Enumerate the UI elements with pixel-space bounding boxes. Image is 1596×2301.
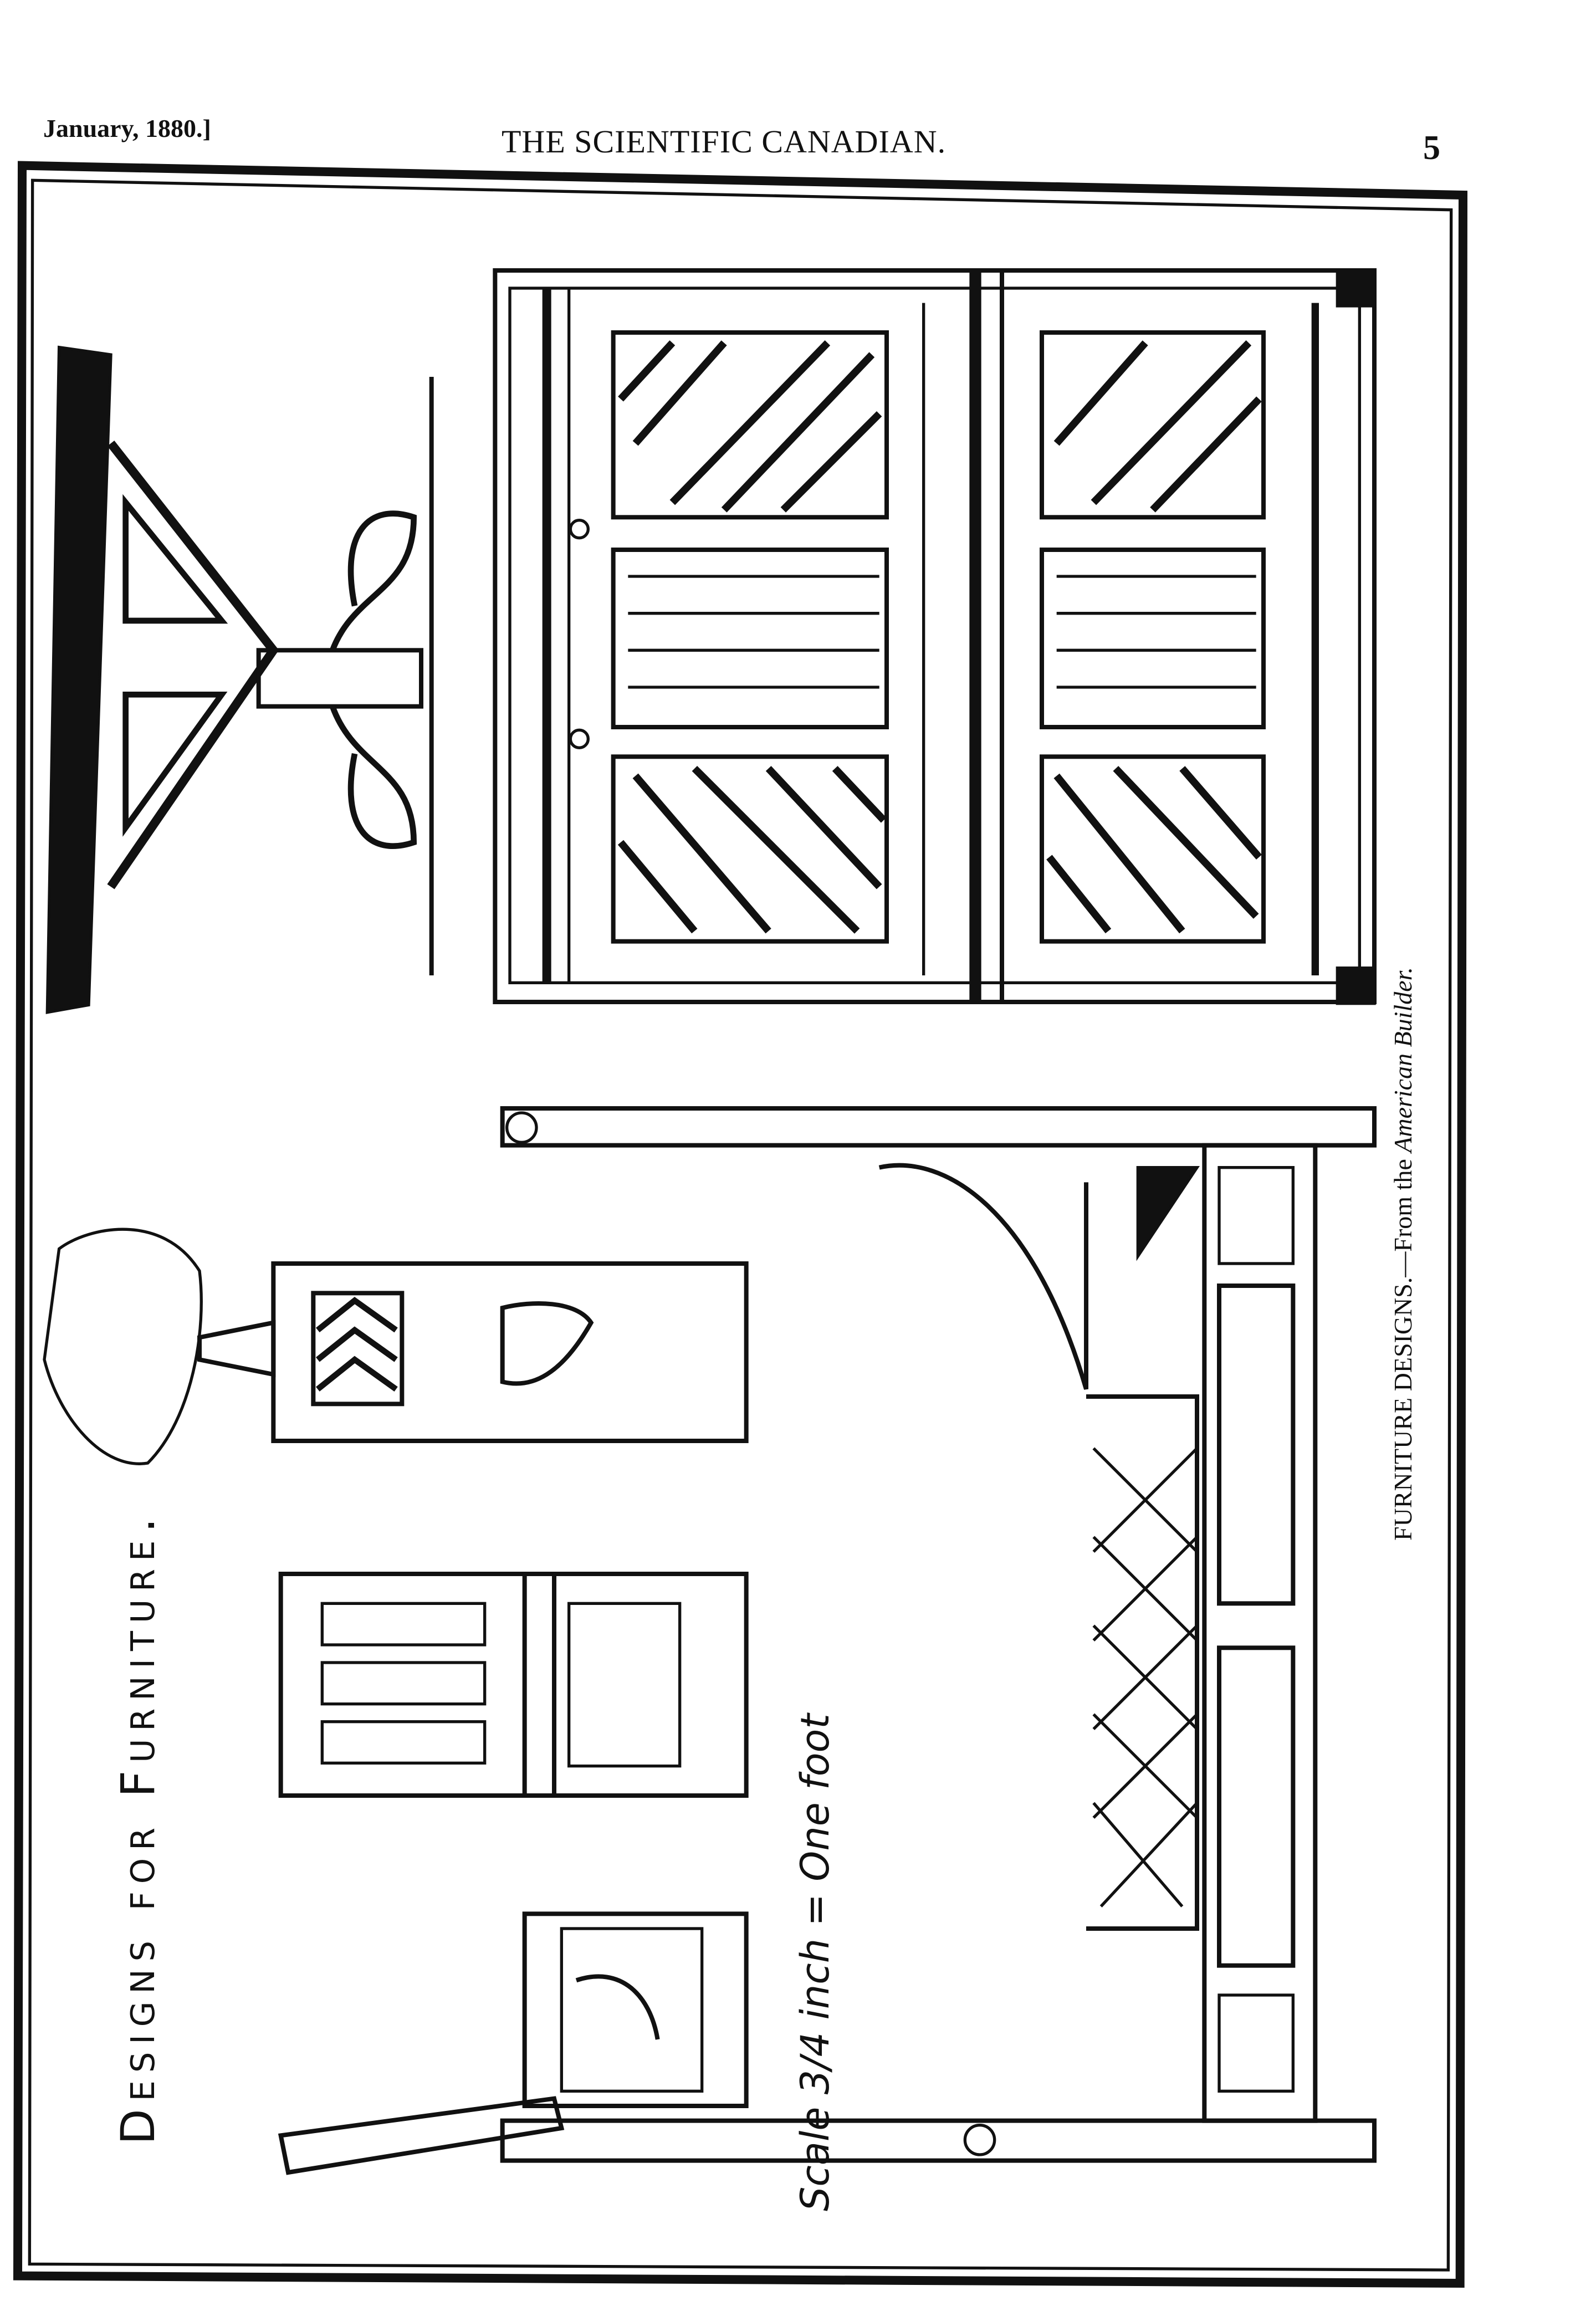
scale-note: Scale 3/4 inch = One foot [792, 1714, 838, 2211]
sideboard-drawing [493, 268, 1377, 1005]
table-drawing [45, 345, 434, 1014]
plate-frame [13, 161, 1468, 2288]
plate-caption: FURNITURE DESIGNS.—From the American Bui… [1388, 967, 1418, 1541]
plate-heading: Designs for Furniture. [111, 1510, 165, 2145]
chair-front-drawing [278, 1572, 749, 1798]
page-number: 5 [1423, 129, 1440, 167]
plant-stand-drawing [43, 1228, 749, 1465]
caption-main: FURNITURE DESIGNS.—From the [1389, 1152, 1417, 1541]
chair-side-drawing [278, 1911, 749, 2175]
caption-source: American Builder. [1389, 967, 1417, 1153]
publication-title: THE SCIENTIFIC CANADIAN. [502, 124, 947, 160]
issue-date: January, 1880.] [43, 114, 211, 142]
bed-drawing [500, 1106, 1377, 2163]
